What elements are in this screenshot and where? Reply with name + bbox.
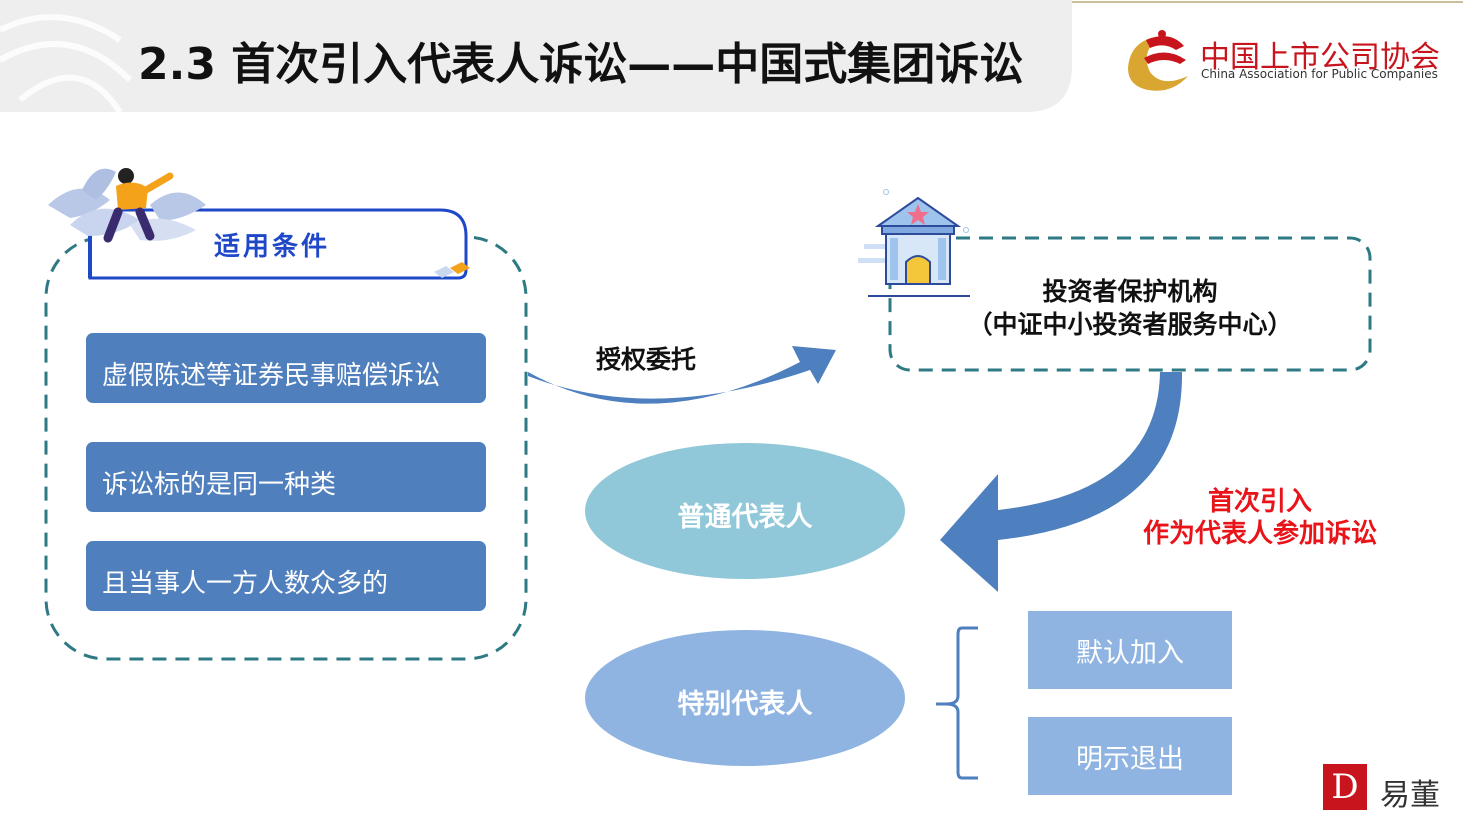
org-container [888, 236, 1372, 372]
page-title: 2.3 首次引入代表人诉讼——中国式集团诉讼 [138, 39, 1024, 90]
special-rep-ellipse [585, 630, 905, 766]
introduce-note-line1: 首次引入 [1207, 487, 1312, 517]
condition-item: 虚假陈述等证券民事赔偿诉讼 [86, 333, 486, 403]
org-subname: （中证中小投资者服务中心） [967, 310, 1293, 339]
brand-name: 易董 [1380, 778, 1440, 813]
ordinary-rep-label: 普通代表人 [677, 502, 813, 533]
introduce-arrow [940, 372, 1183, 592]
introduce-note-line2: 作为代表人参加诉讼 [1142, 519, 1377, 549]
org-name: 投资者保护机构 [1042, 277, 1218, 306]
association-logo-icon [1128, 30, 1188, 91]
special-rep-label: 特别代表人 [677, 689, 813, 720]
authorize-arrow [528, 346, 836, 404]
condition-item: 诉讼标的是同一种类 [86, 442, 486, 512]
person-illustration [48, 168, 206, 243]
condition-item: 且当事人一方人数众多的 [86, 541, 486, 611]
conditions-tag: 适用条件 [213, 232, 330, 262]
option-default-join: 默认加入 [1028, 611, 1232, 689]
logo-english-name: China Association for Public Companies [1201, 67, 1438, 81]
ordinary-rep-ellipse [585, 443, 905, 579]
conditions-container [44, 235, 528, 661]
tag-diamond [450, 262, 470, 274]
option-explicit-exit: 明示退出 [1028, 717, 1232, 795]
building-icon [858, 189, 970, 297]
header-banner [0, 0, 1072, 112]
brand-logo-icon: D [1323, 764, 1367, 810]
logo-chinese-name: 中国上市公司协会 [1200, 40, 1440, 75]
options-brace [936, 626, 978, 780]
authorize-label: 授权委托 [596, 345, 697, 374]
header-swirl [0, 14, 133, 114]
